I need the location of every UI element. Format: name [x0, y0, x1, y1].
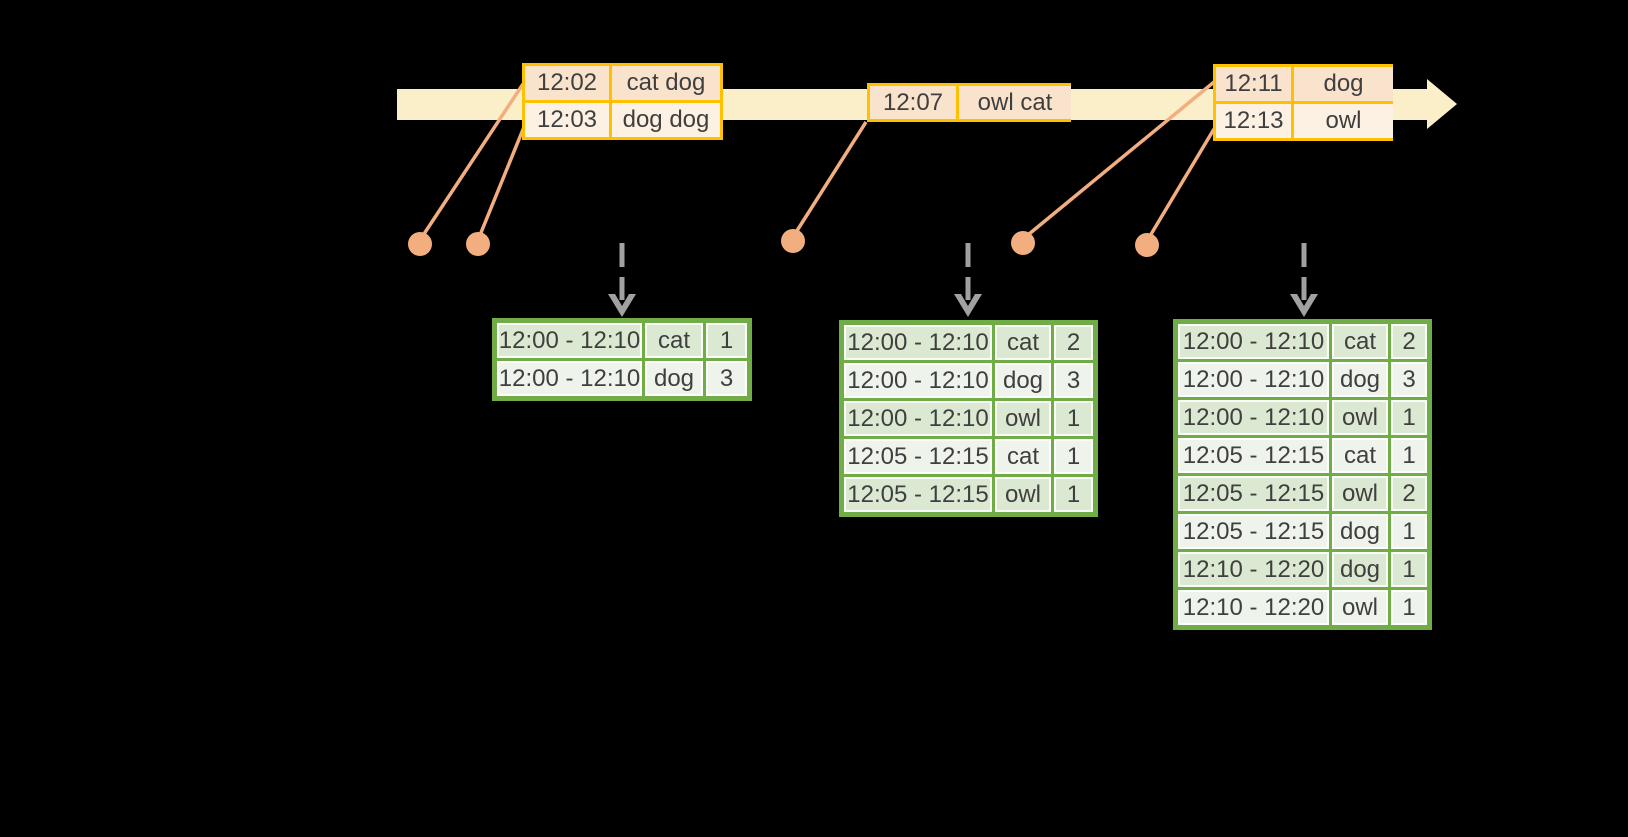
- window-cell: 12:00 - 12:10: [1178, 362, 1329, 397]
- event-connector-lines: [418, 80, 1216, 242]
- count-cell: 1: [1054, 477, 1093, 512]
- count-cell: 1: [1391, 552, 1427, 587]
- connector-line: [418, 83, 525, 241]
- event-dots: [408, 229, 1159, 257]
- trigger-arrow-2: [954, 243, 982, 317]
- connector-line: [476, 126, 526, 241]
- word-cell: dog: [1332, 552, 1388, 587]
- word-cell: cat: [995, 439, 1051, 474]
- word-cell: owl: [1332, 400, 1388, 435]
- count-cell: 2: [1054, 325, 1093, 360]
- window-cell: 12:05 - 12:15: [844, 477, 992, 512]
- word-cell: owl: [995, 401, 1051, 436]
- count-cell: 2: [1391, 324, 1427, 359]
- word-cell: dog: [645, 361, 703, 396]
- event-words-cell: owl cat: [959, 86, 1071, 119]
- event-dot: [408, 232, 432, 256]
- arrow-down-icon: [954, 294, 982, 317]
- word-cell: owl: [1332, 590, 1388, 625]
- count-cell: 1: [1391, 400, 1427, 435]
- count-cell: 1: [1391, 590, 1427, 625]
- window-cell: 12:00 - 12:10: [844, 401, 992, 436]
- word-cell: dog: [995, 363, 1051, 398]
- count-cell: 1: [706, 323, 747, 358]
- count-cell: 1: [1054, 401, 1093, 436]
- word-cell: cat: [995, 325, 1051, 360]
- count-cell: 2: [1391, 476, 1427, 511]
- count-cell: 1: [1391, 438, 1427, 473]
- count-cell: 1: [1054, 439, 1093, 474]
- word-cell: dog: [1332, 514, 1388, 549]
- window-cell: 12:05 - 12:15: [1178, 438, 1329, 473]
- word-cell: owl: [995, 477, 1051, 512]
- window-cell: 12:10 - 12:20: [1178, 552, 1329, 587]
- window-cell: 12:00 - 12:10: [497, 361, 642, 396]
- event-time-cell: 12:03: [525, 103, 609, 137]
- count-cell: 3: [1391, 362, 1427, 397]
- window-cell: 12:05 - 12:15: [1178, 514, 1329, 549]
- word-cell: cat: [645, 323, 703, 358]
- count-cell: 3: [706, 361, 747, 396]
- event-dot: [781, 229, 805, 253]
- word-cell: cat: [1332, 324, 1388, 359]
- word-cell: dog: [1332, 362, 1388, 397]
- window-cell: 12:05 - 12:15: [1178, 476, 1329, 511]
- trigger-arrows: [608, 243, 1318, 317]
- arrow-down-icon: [608, 294, 636, 317]
- event-words-cell: cat dog: [612, 66, 720, 100]
- window-cell: 12:00 - 12:10: [844, 325, 992, 360]
- count-cell: 3: [1054, 363, 1093, 398]
- trigger-arrow-1: [608, 243, 636, 317]
- connector-line: [1145, 128, 1216, 242]
- event-time-cell: 12:07: [870, 86, 956, 119]
- count-cell: 1: [1391, 514, 1427, 549]
- window-cell: 12:00 - 12:10: [844, 363, 992, 398]
- event-words-cell: dog: [1294, 67, 1393, 101]
- event-time-cell: 12:13: [1216, 104, 1291, 138]
- event-words-cell: owl: [1294, 104, 1393, 138]
- event-dot: [466, 232, 490, 256]
- word-cell: cat: [1332, 438, 1388, 473]
- connector-line: [1021, 80, 1216, 241]
- event-dot: [1011, 231, 1035, 255]
- connector-line: [791, 121, 868, 238]
- window-cell: 12:10 - 12:20: [1178, 590, 1329, 625]
- arrow-down-icon: [1290, 294, 1318, 317]
- window-cell: 12:00 - 12:10: [1178, 400, 1329, 435]
- timeline-arrowhead-icon: [1427, 79, 1457, 129]
- event-words-cell: dog dog: [612, 103, 720, 137]
- event-dot: [1135, 233, 1159, 257]
- event-time-cell: 12:11: [1216, 67, 1291, 101]
- event-time-cell: 12:02: [525, 66, 609, 100]
- window-cell: 12:05 - 12:15: [844, 439, 992, 474]
- window-cell: 12:00 - 12:10: [497, 323, 642, 358]
- window-cell: 12:00 - 12:10: [1178, 324, 1329, 359]
- word-cell: owl: [1332, 476, 1388, 511]
- trigger-arrow-3: [1290, 243, 1318, 317]
